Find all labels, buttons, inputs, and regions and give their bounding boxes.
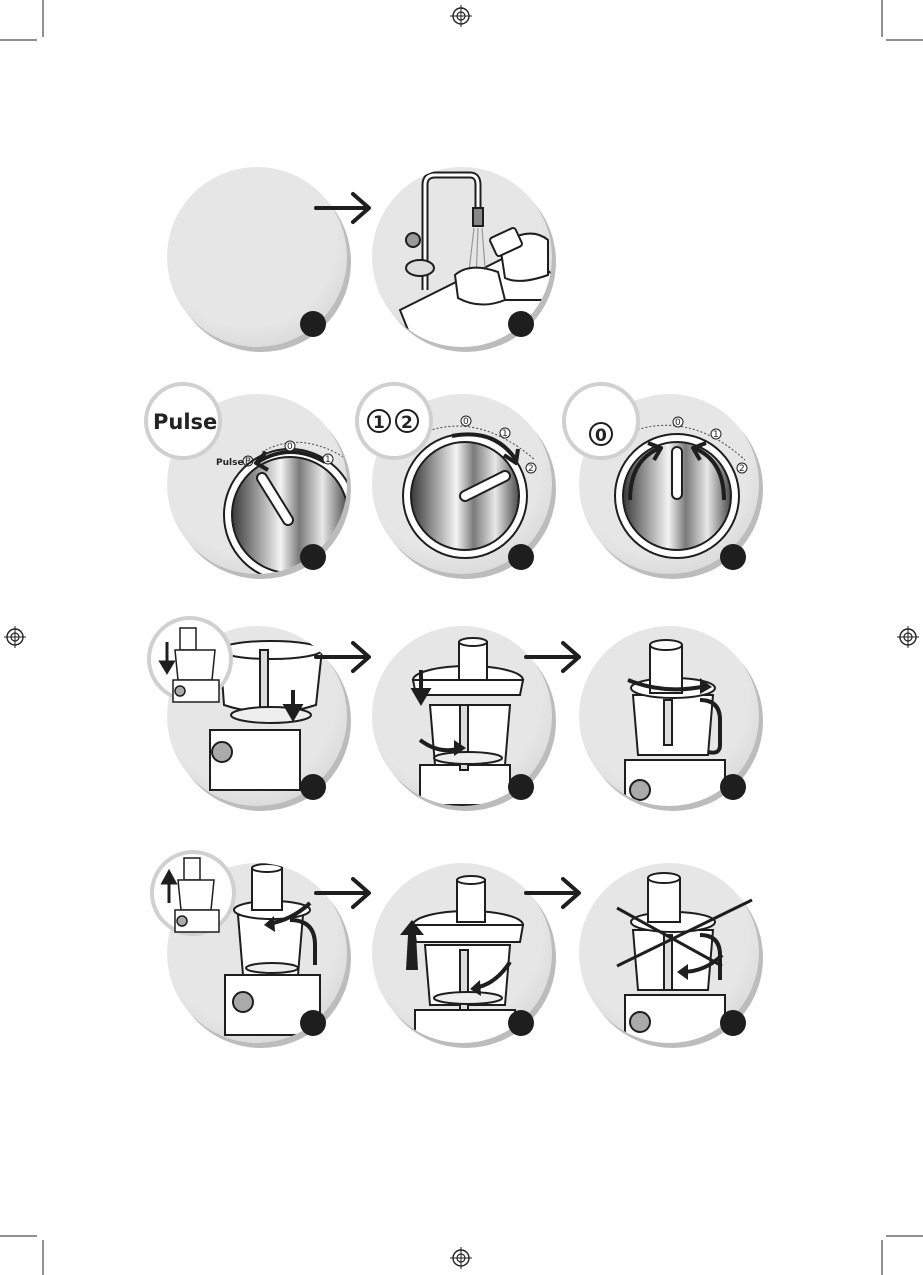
panel-fit-lid [372, 626, 556, 811]
registration-mark-icon [897, 626, 919, 648]
panel-speeds: 0 1 2 1 2 [357, 384, 556, 579]
dial-speed-1-3: 1 [713, 430, 719, 440]
step-dot-icon [508, 1010, 534, 1036]
dial-pulse-label: Pulse [216, 458, 244, 468]
off-label: 0 [595, 426, 607, 446]
panel-pulse: Pulse P 0 1 Pulse [146, 384, 356, 581]
step-dot-icon [508, 311, 534, 337]
panel-place-bowl [149, 618, 351, 811]
registration-mark-icon [450, 1247, 472, 1269]
panel-do-not-remove [579, 863, 763, 1048]
step-dot-icon [508, 544, 534, 570]
step-dot-icon [300, 774, 326, 800]
step-dot-icon [720, 544, 746, 570]
speed-1-label: 1 [373, 413, 385, 433]
panel-off: 0 1 2 0 [564, 384, 763, 579]
panel-blank [167, 167, 351, 352]
dial-speed-2-3: 2 [739, 464, 745, 474]
step-dot-icon [720, 774, 746, 800]
dial-speed-1: 1 [325, 455, 331, 465]
dial-pulse-symbol: P [245, 457, 251, 467]
panel-lock-lid [579, 626, 763, 811]
dial-speed-2: 2 [528, 464, 534, 474]
registration-mark-icon [4, 626, 26, 648]
dial-off-2: 0 [463, 417, 469, 427]
panel-rinse-under-tap [372, 167, 560, 360]
panel-unlock-lid [152, 852, 351, 1048]
step-dot-icon [720, 1010, 746, 1036]
registration-mark-icon [450, 5, 472, 27]
dial-speed-1-2: 1 [502, 429, 508, 439]
pulse-label: Pulse [153, 410, 217, 434]
dial-off: 0 [287, 442, 293, 452]
step-dot-icon [300, 1010, 326, 1036]
step-dot-icon [300, 311, 326, 337]
speed-2-label: 2 [401, 413, 413, 433]
step-dot-icon [508, 774, 534, 800]
step-dot-icon [300, 544, 326, 570]
dial-off-3: 0 [675, 418, 681, 428]
